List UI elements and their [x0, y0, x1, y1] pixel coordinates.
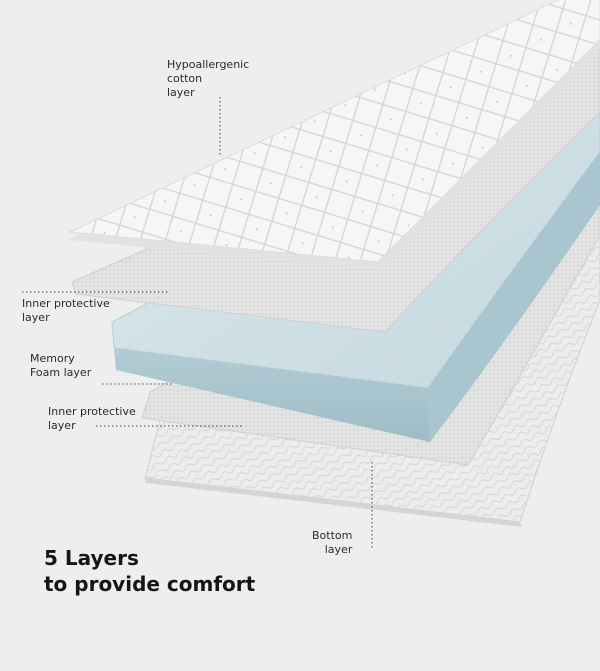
headline: 5 Layers to provide comfort	[44, 545, 255, 597]
headline-line-1: 5 Layers	[44, 546, 139, 570]
label-cotton-layer: Hypoallergenic cotton layer	[167, 58, 250, 99]
label-memory-foam: Memory Foam layer	[30, 352, 92, 379]
headline-line-2: to provide comfort	[44, 572, 256, 596]
cotton-quilted-layer	[68, 0, 600, 270]
label-inner-protective-lower: Inner protective layer	[48, 405, 136, 432]
label-inner-protective-upper: Inner protective layer	[22, 297, 110, 324]
leader-lines	[22, 97, 373, 548]
label-bottom-layer: Bottom layer	[312, 529, 353, 556]
